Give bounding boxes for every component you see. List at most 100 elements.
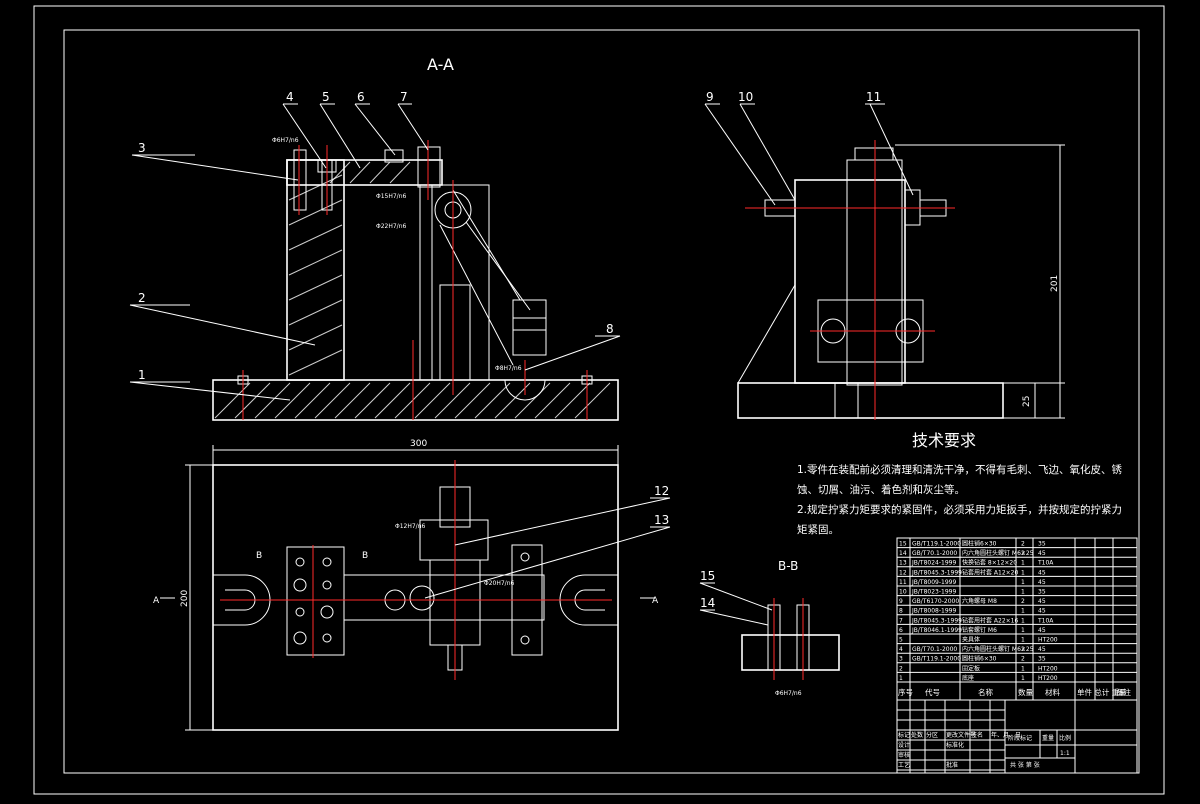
bom-cell: 45 <box>1038 627 1046 634</box>
bom-cell: T10A <box>1037 617 1054 624</box>
leaders-top <box>424 497 671 599</box>
fit-6: Φ6H7/n6 <box>272 137 299 144</box>
title-block-header: 处数 <box>911 731 923 739</box>
bom-cell: 35 <box>1038 656 1046 663</box>
section-title-aa: A-A <box>427 55 454 74</box>
inner-frame <box>63 29 1140 774</box>
bom-cell: 1 <box>1021 560 1025 567</box>
bom-cell: 15 <box>899 541 907 548</box>
bom-cell: GB/T70.1-2000 <box>912 550 957 557</box>
bom-cell: 3 <box>899 656 903 663</box>
bom-cell: 内六角圆柱头螺钉 M6×25 <box>962 549 1034 557</box>
bom-cell: GB/T119.1-2000 <box>912 541 961 548</box>
bom-cell: JB/T8009-1999 <box>911 579 956 586</box>
bom-cell: 2 <box>1021 550 1025 557</box>
side-view: 201 25 9 10 11 <box>704 90 1065 420</box>
bom-cell: 45 <box>1038 598 1046 605</box>
part-8: 8 <box>606 322 614 336</box>
bom-cell: 45 <box>1038 608 1046 615</box>
bom-cell: T10A <box>1037 560 1054 567</box>
bom-cell: 内六角圆柱头螺钉 M6×25 <box>962 645 1034 653</box>
bom-cell: 8 <box>899 608 903 615</box>
title-block-header: 标记 <box>898 731 910 739</box>
section-title-bb: B-B <box>778 559 798 573</box>
bom-header-cell: 名称 <box>978 687 993 697</box>
part-2: 2 <box>138 291 146 305</box>
part-1: 1 <box>138 368 146 382</box>
title-block-header: 分区 <box>926 731 938 739</box>
bom-cell: JB/T8023-1999 <box>911 589 956 596</box>
part-7: 7 <box>400 90 408 104</box>
leaders-front <box>129 103 621 401</box>
bom-cell: 固定板 <box>962 664 980 672</box>
bom-cell: JB/T8008-1999 <box>911 608 956 615</box>
bom-cell: JB/T8046.1-1999 <box>911 627 962 634</box>
bom-cell: GB/T119.1-2000 <box>912 656 961 663</box>
bom-cell: 圆柱销6×30 <box>962 540 997 548</box>
bom-cell: 11 <box>899 579 907 586</box>
bom-cell: 7 <box>899 617 903 624</box>
bom-header-cell: 备注 <box>1116 687 1132 697</box>
dim-200: 200 <box>180 590 190 607</box>
title-block-header: 签名 <box>971 731 983 739</box>
tech-req-line4: 矩紧固。 <box>797 523 839 536</box>
part-12: 12 <box>654 484 669 498</box>
bom-header-cell: 代号 <box>925 687 940 697</box>
bom-header-cell: 数量 <box>1018 687 1034 697</box>
title-block-header: 年、月、日 <box>991 731 1021 739</box>
title-scale: 比例 <box>1059 734 1071 742</box>
bom-cell: 10 <box>899 589 907 596</box>
outer-frame <box>33 5 1165 795</box>
bom-cell: 1 <box>1021 627 1025 634</box>
clamp-lever <box>434 189 531 366</box>
bom-cell: HT200 <box>1038 675 1058 682</box>
bom-cell: 1 <box>1021 665 1025 672</box>
fit-6b: Φ6H7/n6 <box>775 690 802 697</box>
bom-cell: 45 <box>1038 550 1046 557</box>
part-13: 13 <box>654 513 669 527</box>
bom-cell: 1 <box>1021 579 1025 586</box>
bom-cell: 2 <box>1021 646 1025 653</box>
title-craft: 工艺 <box>898 761 910 769</box>
section-mark-b-right: B <box>362 551 368 561</box>
bom-cell: 45 <box>1038 569 1046 576</box>
bom-header-cell: 序号 <box>898 687 913 697</box>
bom-cell: 4 <box>899 646 903 653</box>
section-mark-b-left: B <box>256 551 262 561</box>
fixture-body <box>343 184 490 381</box>
top-view: 300 200 Φ12H7/n6 Φ20H7/n6 A <box>153 439 671 731</box>
bom-cell: 快换钻套 8×12×20 <box>962 559 1017 567</box>
bom-cell: 钻套螺钉 M6 <box>962 626 997 634</box>
tech-req-line3: 2.规定拧紧力矩要求的紧固件，必须采用力矩扳手，并按规定的拧紧力 <box>797 503 1122 516</box>
title-stage: 阶段标记 <box>1008 734 1032 742</box>
section-mark-a-right: A <box>652 596 659 606</box>
title-approve: 批准 <box>946 761 958 769</box>
bom-cell: 35 <box>1038 541 1046 548</box>
leaders-bb <box>699 582 773 626</box>
bom-cell: 2 <box>1021 598 1025 605</box>
title-block-header: 更改文件号 <box>946 731 976 739</box>
bom-cell: 5 <box>899 637 903 644</box>
bom-cell: 14 <box>899 550 907 557</box>
bom-cell: 六角螺母 M8 <box>962 597 997 605</box>
bom-cell: HT200 <box>1038 665 1058 672</box>
bom-cell: GB/T6170-2000 <box>912 598 959 605</box>
leaders-side <box>704 103 914 206</box>
bom-cell: 2 <box>899 665 903 672</box>
bom-cell: HT200 <box>1038 637 1058 644</box>
fit-20: Φ20H7/n6 <box>484 580 515 587</box>
tech-req-title: 技术要求 <box>912 431 976 450</box>
title-review: 审核 <box>898 751 910 759</box>
bom-cell: 2 <box>1021 541 1025 548</box>
title-weight: 重量 <box>1042 734 1054 742</box>
bom-cell: 1 <box>899 675 903 682</box>
dim-300: 300 <box>410 439 427 449</box>
bom-cell: JB/T8024-1999 <box>911 560 956 567</box>
part-4: 4 <box>286 90 294 104</box>
bom-cell: 钻套用衬套 A22×16 <box>962 616 1018 624</box>
bom-cell: 9 <box>899 598 903 605</box>
title-standard: 标准化 <box>946 741 964 749</box>
part-6: 6 <box>357 90 365 104</box>
tech-req-line2: 蚀、切屑、油污、着色剂和灰尘等。 <box>797 483 965 496</box>
